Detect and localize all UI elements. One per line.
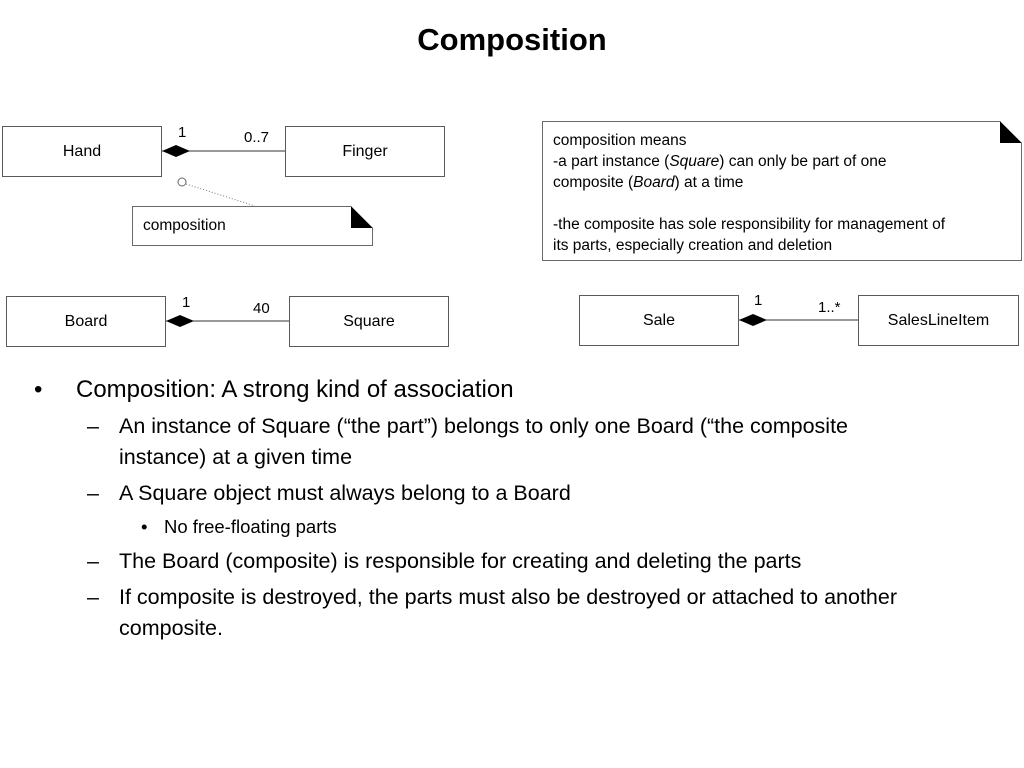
- hand-composition-diamond: [162, 145, 190, 157]
- square-class-label: Square: [343, 312, 395, 330]
- board-emphasis: Board: [633, 174, 675, 191]
- dash-marker-icon: –: [87, 481, 99, 505]
- bullet-list: • Composition: A strong kind of associat…: [34, 374, 994, 649]
- board-class-box: Board: [6, 296, 166, 347]
- board-multiplicity: 1: [182, 294, 191, 311]
- hand-multiplicity: 1: [178, 124, 187, 141]
- bullet-dot-icon: •: [141, 516, 148, 537]
- sub-bullet-item: – If composite is destroyed, the parts m…: [34, 582, 919, 644]
- square-multiplicity: 40: [253, 300, 270, 317]
- sale-multiplicity: 1: [754, 292, 763, 309]
- saleslineitem-multiplicity: 1..*: [818, 299, 841, 316]
- sub-bullet-item: – A Square object must always belong to …: [34, 478, 919, 509]
- finger-multiplicity: 0..7: [244, 129, 270, 146]
- sub-sub-bullet-item: • No free-floating parts: [34, 514, 994, 540]
- definition-line-1: composition means: [553, 132, 687, 149]
- note-fold-icon: [1000, 121, 1022, 143]
- slide-title: Composition: [417, 22, 607, 57]
- bullet-dot-icon: •: [34, 376, 43, 403]
- sub-bullet-item: – The Board (composite) is responsible f…: [34, 546, 1019, 577]
- dash-marker-icon: –: [87, 414, 99, 438]
- note-anchor-circle: [177, 177, 187, 187]
- composition-note: composition: [132, 206, 373, 246]
- definition-line-5: its parts, especially creation and delet…: [553, 237, 833, 254]
- definition-line-3: composite (Board) at a time: [553, 174, 744, 191]
- board-composition-diamond: [166, 315, 194, 327]
- sale-class-label: Sale: [642, 311, 676, 329]
- saleslineitem-class-label: SalesLineItem: [887, 311, 990, 329]
- note-fold-icon: [351, 206, 373, 228]
- dash-marker-icon: –: [87, 585, 99, 609]
- finger-class-label: Finger: [342, 142, 388, 160]
- note-anchor-line: [185, 183, 256, 207]
- composition-definition-note: composition means -a part instance (Squa…: [542, 121, 1022, 261]
- sub-bullet-item: – An instance of Square (“the part”) bel…: [34, 411, 919, 473]
- composition-note-text: composition: [143, 217, 226, 234]
- definition-line-2: -a part instance (Square) can only be pa…: [553, 153, 887, 170]
- dash-marker-icon: –: [87, 549, 99, 573]
- sale-composition-diamond: [739, 314, 767, 326]
- hand-class-box: Hand: [2, 126, 162, 177]
- definition-line-4: -the composite has sole responsibility f…: [553, 216, 946, 233]
- saleslineitem-class-box: SalesLineItem: [858, 295, 1019, 346]
- board-class-label: Board: [64, 312, 108, 330]
- square-emphasis: Square: [669, 153, 720, 170]
- square-class-box: Square: [289, 296, 449, 347]
- bullet-item: • Composition: A strong kind of associat…: [34, 376, 514, 403]
- finger-class-box: Finger: [285, 126, 445, 177]
- sale-class-box: Sale: [579, 295, 739, 346]
- hand-class-label: Hand: [62, 142, 102, 160]
